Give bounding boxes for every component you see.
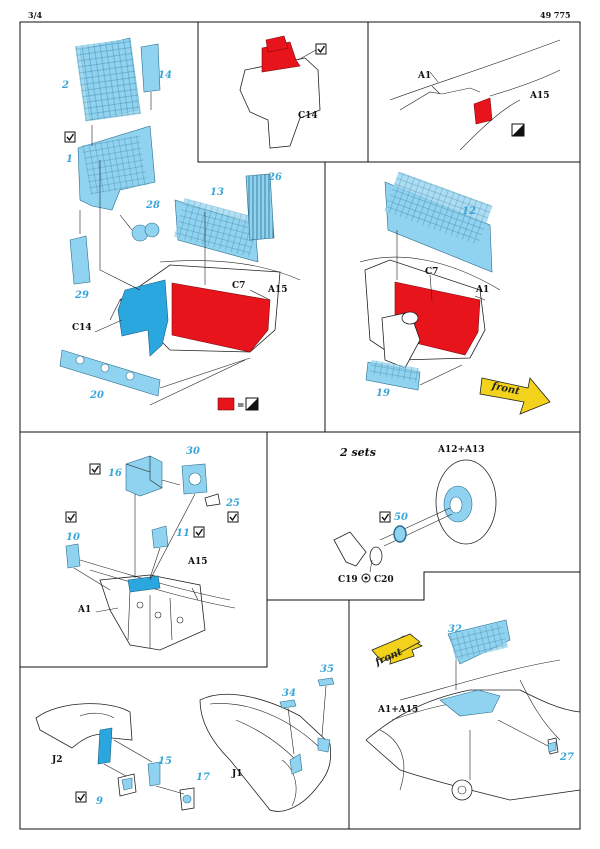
panel-frames (19, 21, 581, 830)
canopy-glass-blue (439, 689, 501, 717)
part-label: A1 (417, 71, 431, 81)
front-arrow (479, 377, 551, 415)
legend-halftone-box (245, 397, 259, 411)
panel-b (239, 35, 327, 149)
part-number: 50 (394, 512, 408, 523)
page-number: 3/4 (28, 10, 42, 20)
part-number: 35 (320, 664, 334, 675)
sets-label: 2 sets (339, 446, 376, 459)
panel-d (359, 171, 551, 415)
panel-e (65, 455, 239, 651)
panel-g (35, 677, 335, 812)
part-number: 1 (66, 154, 73, 165)
part-label: A15 (529, 91, 550, 101)
part-label: A1+A15 (377, 705, 418, 715)
part-number: 10 (66, 532, 80, 543)
front-arrow (371, 633, 423, 665)
part-number: 20 (89, 390, 104, 401)
pe-part-26-shape (245, 173, 275, 241)
part-number: 13 (210, 187, 224, 198)
part-number: 30 (186, 446, 200, 457)
seat-c14-blue (117, 279, 169, 357)
part-label: A1 (77, 605, 91, 615)
part-number: 15 (158, 756, 172, 767)
pe-part-15-shape (147, 761, 161, 787)
part-number: 28 (145, 200, 160, 211)
pe-part-29-shape (69, 235, 91, 285)
part-number: 25 (225, 498, 240, 509)
part-label: A12+A13 (437, 445, 485, 455)
part-label: C7 (425, 267, 438, 277)
part-number: 34 (282, 688, 296, 699)
part-label: A15 (187, 557, 208, 567)
part-number: 26 (267, 172, 282, 183)
part-number: 14 (158, 70, 172, 81)
part-number: 12 (462, 206, 476, 217)
part-label: C7 (232, 281, 245, 291)
pe-instrument-blue (127, 575, 161, 593)
pe-part-14-shape (140, 43, 161, 93)
part-label: C14 (298, 111, 318, 121)
part-number: 29 (74, 290, 89, 301)
part-number: 17 (196, 772, 210, 783)
part-label: J1 (231, 769, 243, 779)
part-label: C20 (374, 575, 394, 585)
part-number: 11 (176, 528, 190, 539)
panel-a: = (59, 37, 301, 411)
part-label: J2 (51, 755, 63, 765)
pe-part-11-shape (151, 525, 169, 549)
part-number: 16 (108, 468, 122, 479)
pe-part-10-shape (65, 543, 81, 569)
part-label: C14 (72, 323, 92, 333)
part-label: A1 (475, 285, 489, 295)
panel-h (365, 619, 581, 801)
panel-c (389, 39, 561, 151)
part-number: 32 (448, 624, 462, 635)
pe-part-16-shape (125, 455, 163, 497)
part-label: A15 (267, 285, 288, 295)
part-label: C19 (338, 575, 358, 585)
part-number: 19 (376, 388, 390, 399)
pe-part-20-shape (59, 349, 161, 397)
kit-number: 49 775 (540, 10, 571, 20)
panel-f (333, 459, 497, 583)
legend-red-swatch (217, 397, 235, 411)
halftone-icon (511, 123, 525, 137)
part-number: 27 (559, 752, 574, 763)
part-number: 2 (61, 80, 69, 91)
legend-equals: = (237, 401, 245, 411)
part-number: 9 (96, 796, 103, 807)
